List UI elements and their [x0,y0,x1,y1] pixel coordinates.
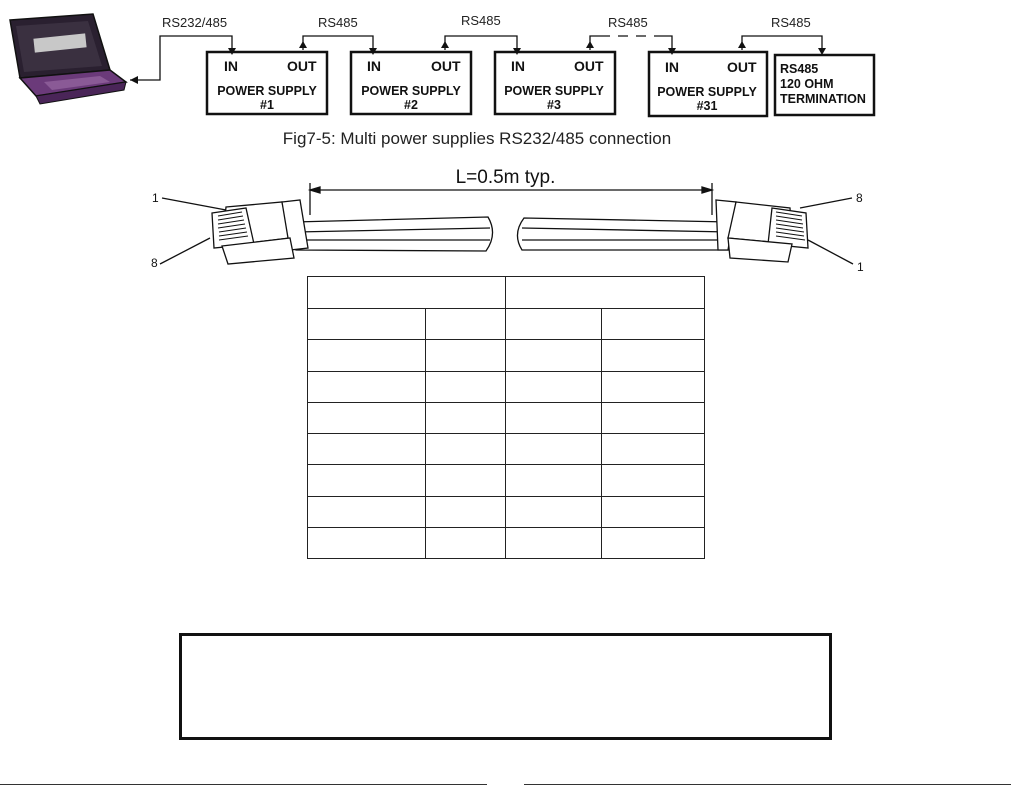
power-supply-box-31: IN OUT POWER SUPPLY #31 [647,50,769,118]
table-row [307,495,705,528]
cable-drawing [159,183,854,265]
table-cell [505,432,602,466]
table-header-cell [505,276,705,309]
table-cell [601,370,705,403]
termination-line-3: TERMINATION [780,92,866,106]
link-label-3: RS485 [461,13,501,28]
table-row [307,401,705,435]
table-cell [307,526,426,560]
table-cell [425,401,506,435]
table-cell [307,370,426,403]
power-supply-number: #3 [547,98,561,112]
port-out-label: OUT [287,58,317,74]
table-row [307,370,705,403]
table-cell [425,339,506,372]
power-supply-number: #1 [260,98,274,112]
table-cell [307,401,426,435]
table-cell [307,495,426,528]
table-cell [601,432,705,466]
table-cell [505,526,602,560]
table-header-cell [307,276,506,309]
cable-length-label: L=0.5m typ. [455,167,556,188]
pin-assignment-table [307,276,705,560]
link-label-5: RS485 [771,15,811,30]
table-cell [307,464,426,497]
table-cell [601,339,705,372]
laptop-illustration [9,13,128,105]
table-cell [307,307,426,341]
port-in-label: IN [224,58,238,74]
table-header-row [307,276,705,309]
table-row [307,432,705,466]
pin-label-right-bottom: 1 [857,260,864,274]
notice-box [179,633,832,740]
link-label-1: RS232/485 [162,15,227,30]
table-cell [505,339,602,372]
power-supply-number: #31 [697,99,718,113]
footer-rule-right [524,784,1011,785]
table-cell [505,370,602,403]
port-in-label: IN [511,58,525,74]
figure-caption: Fig7-5: Multi power supplies RS232/485 c… [282,129,672,148]
pin-label-right-top: 8 [856,191,863,205]
termination-line-2: 120 OHM [780,77,834,91]
table-cell [425,432,506,466]
table-cell [307,339,426,372]
power-supply-number: #2 [404,98,418,112]
table-cell [601,495,705,528]
power-supply-box-1: IN OUT POWER SUPPLY #1 [205,50,329,116]
power-supply-name: POWER SUPPLY [657,85,757,99]
table-row [307,464,705,497]
link-label-4: RS485 [608,15,648,30]
table-cell [601,401,705,435]
termination-box: RS485 120 OHM TERMINATION [773,53,876,117]
port-in-label: IN [665,59,679,75]
connection-diagram: RS232/485 RS485 RS485 RS485 RS485 IN OUT… [9,13,876,265]
table-cell [505,401,602,435]
table-cell [601,464,705,497]
table-cell [601,526,705,560]
table-cell [425,464,506,497]
table-row [307,339,705,372]
table-cell [425,526,506,560]
pin-label-left-bottom: 8 [151,256,158,270]
termination-line-1: RS485 [780,62,818,76]
port-in-label: IN [367,58,381,74]
table-cell [425,495,506,528]
table-cell [505,495,602,528]
power-supply-name: POWER SUPPLY [504,84,604,98]
link-label-2: RS485 [318,15,358,30]
port-out-label: OUT [431,58,461,74]
table-cell [425,307,506,341]
table-cell [307,432,426,466]
table-row [307,526,705,560]
table-row [307,307,705,341]
power-supply-box-2: IN OUT POWER SUPPLY #2 [349,50,473,116]
power-supply-box-3: IN OUT POWER SUPPLY #3 [493,50,617,116]
footer-rule-left [0,784,487,785]
pin-label-left-top: 1 [152,191,159,205]
power-supply-name: POWER SUPPLY [217,84,317,98]
table-cell [425,370,506,403]
table-cell [505,307,602,341]
port-out-label: OUT [574,58,604,74]
table-cell [505,464,602,497]
power-supply-name: POWER SUPPLY [361,84,461,98]
table-cell [601,307,705,341]
port-out-label: OUT [727,59,757,75]
